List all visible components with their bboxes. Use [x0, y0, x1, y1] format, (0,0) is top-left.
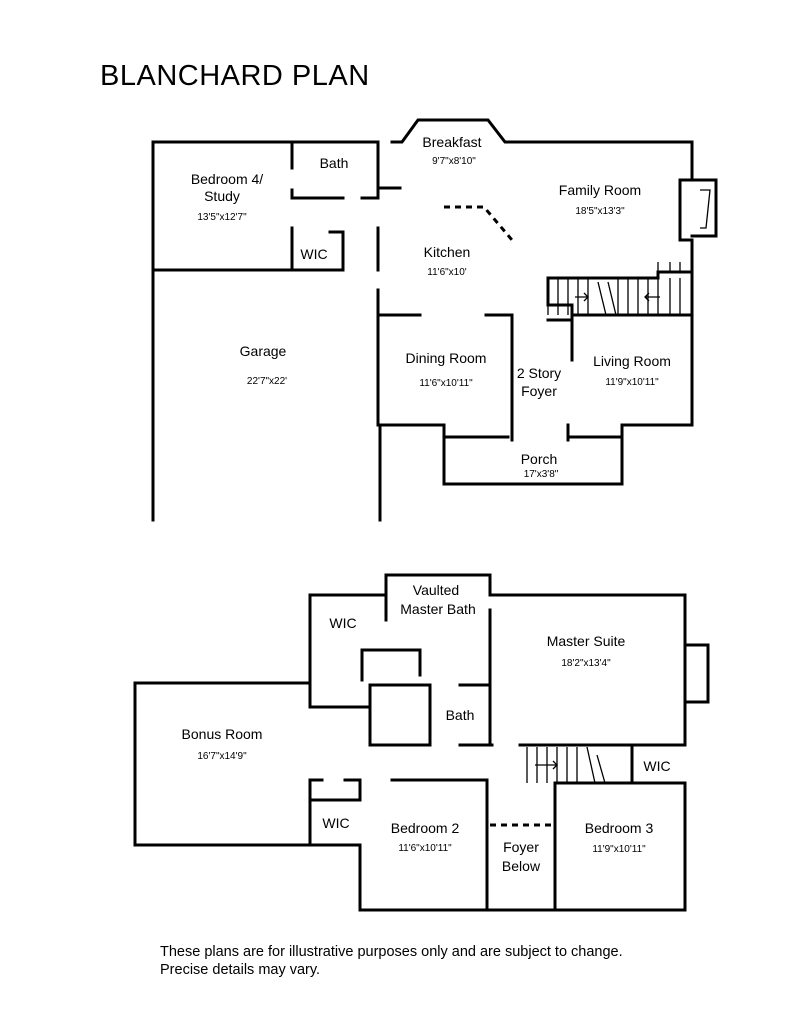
- kitchen-name: Kitchen: [424, 244, 471, 260]
- breakfast-name: Breakfast: [422, 134, 481, 150]
- wic-bed3-name: WIC: [643, 758, 670, 774]
- living-room-dimensions: 11'9"x10'11": [605, 377, 659, 388]
- master-suite-name: Master Suite: [547, 633, 626, 649]
- bath-core-walls: [308, 648, 494, 747]
- wic1-name: WIC: [300, 246, 327, 262]
- dining-room-dimensions: 11'6"x10'11": [419, 378, 473, 389]
- wic-master-name: WIC: [329, 615, 356, 631]
- bonus-room-dimensions: 16'7"x14'9": [197, 751, 247, 762]
- fireplace: [678, 178, 718, 242]
- disclaimer-line2: Precise details may vary.: [160, 962, 321, 978]
- wic-wall: [290, 226, 345, 272]
- foyer-door-jambs: [510, 423, 570, 442]
- family-room-name: Family Room: [559, 182, 641, 198]
- kitchen-dimensions: 11'6"x10': [427, 267, 467, 278]
- second-floor-top-wall: [308, 593, 687, 747]
- wic-bonus-name: WIC: [322, 815, 349, 831]
- foyer-name-line2: Foyer: [521, 383, 557, 399]
- kitchen-island: [444, 205, 514, 241]
- bedroom3-dimensions: 11'9"x10'11": [592, 844, 646, 855]
- bath2-name: Bath: [446, 707, 475, 723]
- first-floor-stairs: [546, 262, 694, 316]
- dining-front-wall: [378, 423, 624, 439]
- garage-name: Garage: [240, 343, 287, 359]
- master-suite-bay: [683, 643, 710, 704]
- porch-name: Porch: [521, 451, 558, 467]
- master-bath-name-line2: Master Bath: [400, 601, 475, 617]
- bedroom3-name: Bedroom 3: [585, 820, 654, 836]
- bedroom4-name-line2: Study: [204, 188, 240, 204]
- master-bath-name-line1: Vaulted: [413, 582, 459, 598]
- bedroom2-name: Bedroom 2: [391, 820, 460, 836]
- bedroom4-name-line1: Bedroom 4/: [191, 171, 263, 187]
- porch-dimensions: 17'x3'8": [524, 469, 559, 480]
- plan-title: BLANCHARD PLAN: [100, 60, 370, 92]
- garage-dimensions: 22'7"x22': [247, 376, 287, 387]
- garage-interior-wall: [376, 226, 514, 442]
- second-floor-plan: [133, 573, 710, 912]
- bedroom4-bath-wall: [290, 140, 380, 200]
- living-room-name: Living Room: [593, 353, 671, 369]
- family-room-dimensions: 18'5"x13'3": [575, 206, 625, 217]
- dining-room-name: Dining Room: [406, 350, 487, 366]
- foyer-below-name-line2: Below: [502, 858, 541, 874]
- living-room-wall: [546, 303, 694, 362]
- disclaimer-line1: These plans are for illustrative purpose…: [160, 944, 623, 960]
- disclaimer: These plans are for illustrative purpose…: [160, 943, 623, 979]
- breakfast-dimensions: 9'7"x8'10": [432, 156, 476, 167]
- foyer-name-line1: 2 Story: [517, 365, 561, 381]
- bedroom2-dimensions: 11'6"x10'11": [398, 843, 452, 854]
- fireplace-hearth: [700, 189, 711, 229]
- bonus-room-name: Bonus Room: [182, 726, 263, 742]
- first-floor-plan: [151, 118, 718, 522]
- bedroom4-dimensions: 13'5"x12'7": [197, 212, 247, 223]
- bedroom3-walls: [485, 781, 687, 912]
- porch: [442, 423, 624, 486]
- master-suite-dimensions: 18'2"x13'4": [561, 658, 611, 669]
- bath1-name: Bath: [320, 155, 349, 171]
- foyer-below-name-line1: Foyer: [503, 839, 539, 855]
- bonus-room-walls: [133, 681, 362, 847]
- master-bath-walls: [384, 573, 492, 657]
- second-floor-stairs: [518, 743, 687, 912]
